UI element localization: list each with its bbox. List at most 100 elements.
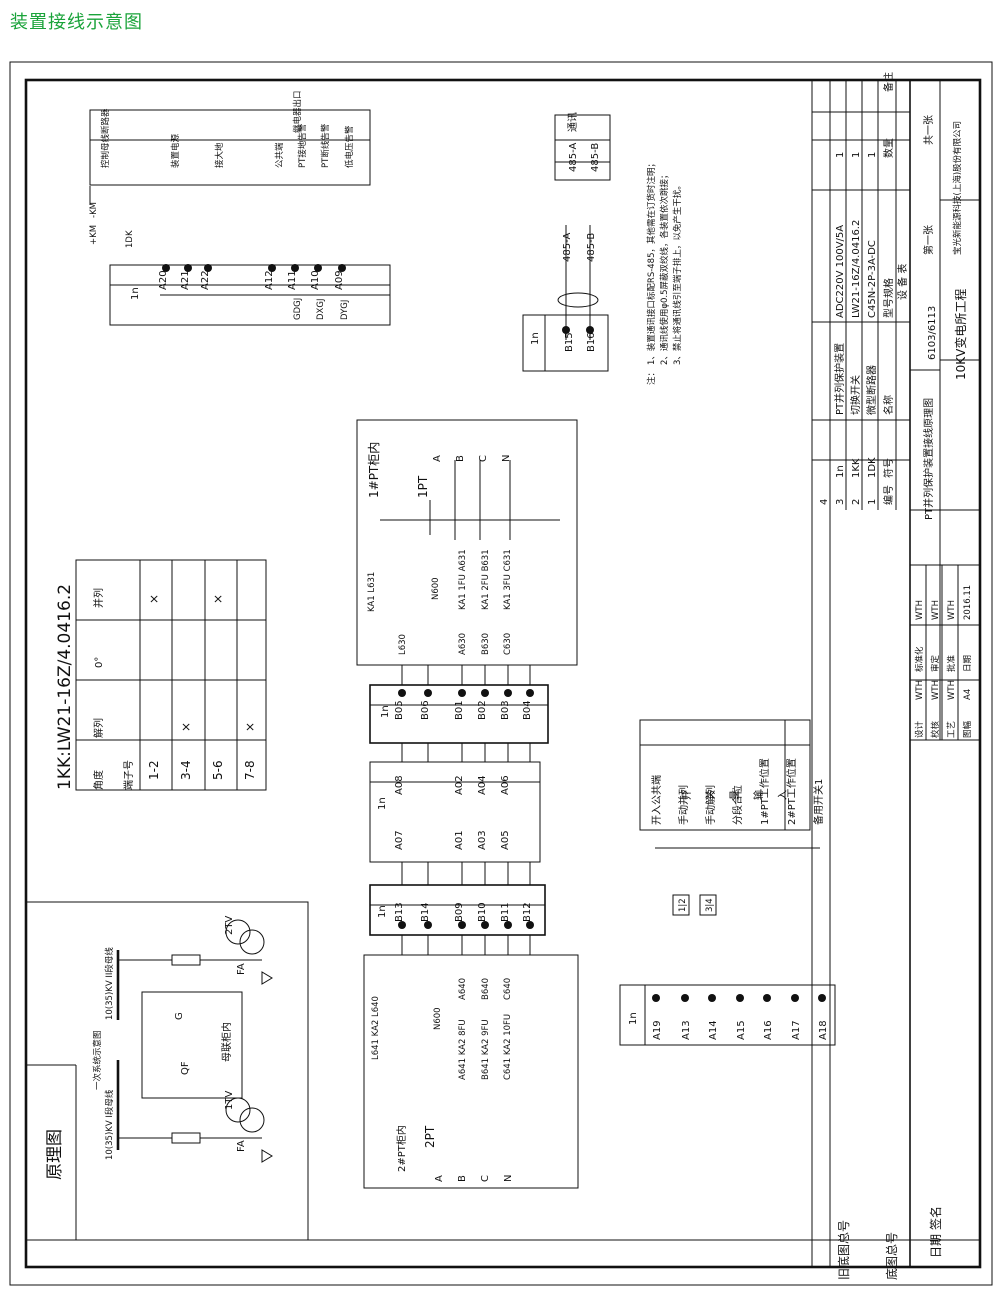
strip-b-device: 1n [380,705,391,718]
tb-total: 共一张 [923,115,935,145]
strip-c-device: 1n [377,905,388,918]
pt2-fu9: B641 KA2 9FU [481,1019,491,1080]
bom-header: 编号 [882,485,895,505]
strip-c-dot [458,921,466,929]
bom-row-no: 3 [835,499,846,505]
input-terminal-A19: A19 [652,1020,663,1040]
strip-c-B11: B11 [500,902,511,922]
bom-row-model: C45N-2P-3A-DC [867,240,878,318]
top-terminal-A20: A20 [158,270,169,290]
input-label-4: 分段合位 [731,785,744,825]
tv2-label: 2TV [224,916,235,935]
strip-a-left-A01: A01 [454,830,465,850]
strip-c-B14: B14 [420,902,431,922]
strip-a [369,761,541,863]
strip-b-dot [526,689,534,697]
pt2-phase-N: N [503,1175,514,1182]
input-terminal-A17: A17 [791,1020,802,1040]
input-terminal-dot [791,994,799,1002]
input-side-label: 量 [729,790,741,800]
outer-frame [9,61,993,1286]
tb-drawing-title: PT并列保护装置接线原理图 [922,398,935,520]
fa2-label: FA [236,963,247,975]
strip-b-B01: B01 [454,700,465,720]
input-terminal-A14: A14 [708,1020,719,1040]
pt2-phase-B: B [457,1175,468,1182]
fa1-label: FA [236,1140,247,1152]
bom-row-name: 切换开关 [849,375,862,415]
tb-role2: 日期 [963,655,973,672]
strip-b-B06: B06 [420,700,431,720]
margin-signature: 签名 [928,1206,943,1230]
strip-b-B02: B02 [477,700,488,720]
input-terminal-dot [708,994,716,1002]
bom-row-model: LW21-16Z/4.0416.2 [851,220,862,318]
tb-name: A4 [963,689,973,700]
input-label-6: 2#PT工作位置 [785,758,798,825]
strip-b-dot [481,689,489,697]
bom-row-qty: 1 [835,152,846,158]
function-label: 低电压告警 [344,125,355,168]
top-terminal-block [89,109,391,326]
pt1-fu2: KA1 2FU B631 [481,549,491,610]
bus-label: 一次系统示意图 [92,1030,103,1090]
pt2-phase-C: C [480,1175,491,1182]
tb-name2: WTH [931,600,941,620]
note-item-2: 2、通讯线使用φ0.5屏蔽双绞线，各装置依次跳接； [659,170,670,365]
strip-c-dot [504,921,512,929]
bom-header: 型号规格 [882,278,895,318]
switch-row-terminals: 7-8 [243,760,257,780]
tb-sheet: 第一张 [922,225,935,255]
tb-role2: 标准化 [914,646,925,672]
input-terminal-dot [681,994,689,1002]
pt2-title: 2#PT柜内 [395,1125,408,1172]
comm-block [522,114,611,372]
input-terminal-dot [652,994,660,1002]
note-item-1: 1、装置通讯接口标配RS-485，其他需在订货时注明； [646,159,657,365]
strip-c-dot [424,921,432,929]
input-terminal-A15: A15 [736,1020,747,1040]
pt2-phase-A: A [434,1175,445,1182]
bom-header: 数量 [882,138,895,158]
strip-c-B10: B10 [477,902,488,922]
bom-row-model: ADC220V 100V/5A [835,225,846,318]
strip-a-left-A05: A05 [500,830,511,850]
pt2-n600: N600 [433,1007,443,1030]
margin-drawing-no: 底图总号 [884,1232,899,1280]
pt1-fu1: KA1 1FU A631 [458,549,468,610]
pt1-phase-C: C [478,455,489,462]
note-item-3: 3、禁止将通讯线引至端子排上，以免产生干扰。 [672,181,683,365]
input-label-3: 手动解列 [704,785,717,825]
tb-name: WTH [915,680,925,700]
pt1-l630: L630 [398,634,408,655]
vertical-wires [401,665,531,955]
top-terminal-dot [338,264,346,272]
header-angle: 角度 [92,770,105,790]
comm-dot [586,326,594,334]
comm-box-title: 通讯 [567,112,579,132]
strip-b-B03: B03 [500,700,511,720]
inputs-device-label: 1n [628,1012,639,1025]
tv1-symbol [225,1097,251,1123]
switch-row-terminals: 1-2 [147,760,161,780]
strip-c-dot [526,921,534,929]
strip-b-dot [458,689,466,697]
dk-label: 1DK [125,230,135,248]
pt1-fu3: KA1 3FU C631 [503,549,513,610]
tb-name: WTH [931,680,941,700]
input-terminal-dot [763,994,771,1002]
top-terminal-dot [184,264,192,272]
tb-name2: 2016.11 [963,585,973,620]
tb-role2: 批准 [946,654,957,672]
input-terminal-A13: A13 [681,1020,692,1040]
tb-name: WTH [947,680,957,700]
top-terminal-A21: A21 [180,270,191,290]
relay-contact-DXGJ: DXGJ [316,299,326,320]
relay-contact-DYGJ: DYGJ [340,300,350,320]
tb-company: 宝光新能源科技(上海)股份有限公司 [952,121,963,255]
input-side-label: 输 [752,790,765,800]
input-label-1: 开入公共端 [650,775,663,825]
pt1-pt-label: 1PT [416,475,430,498]
input-contact-34: 3|4 [705,898,715,912]
